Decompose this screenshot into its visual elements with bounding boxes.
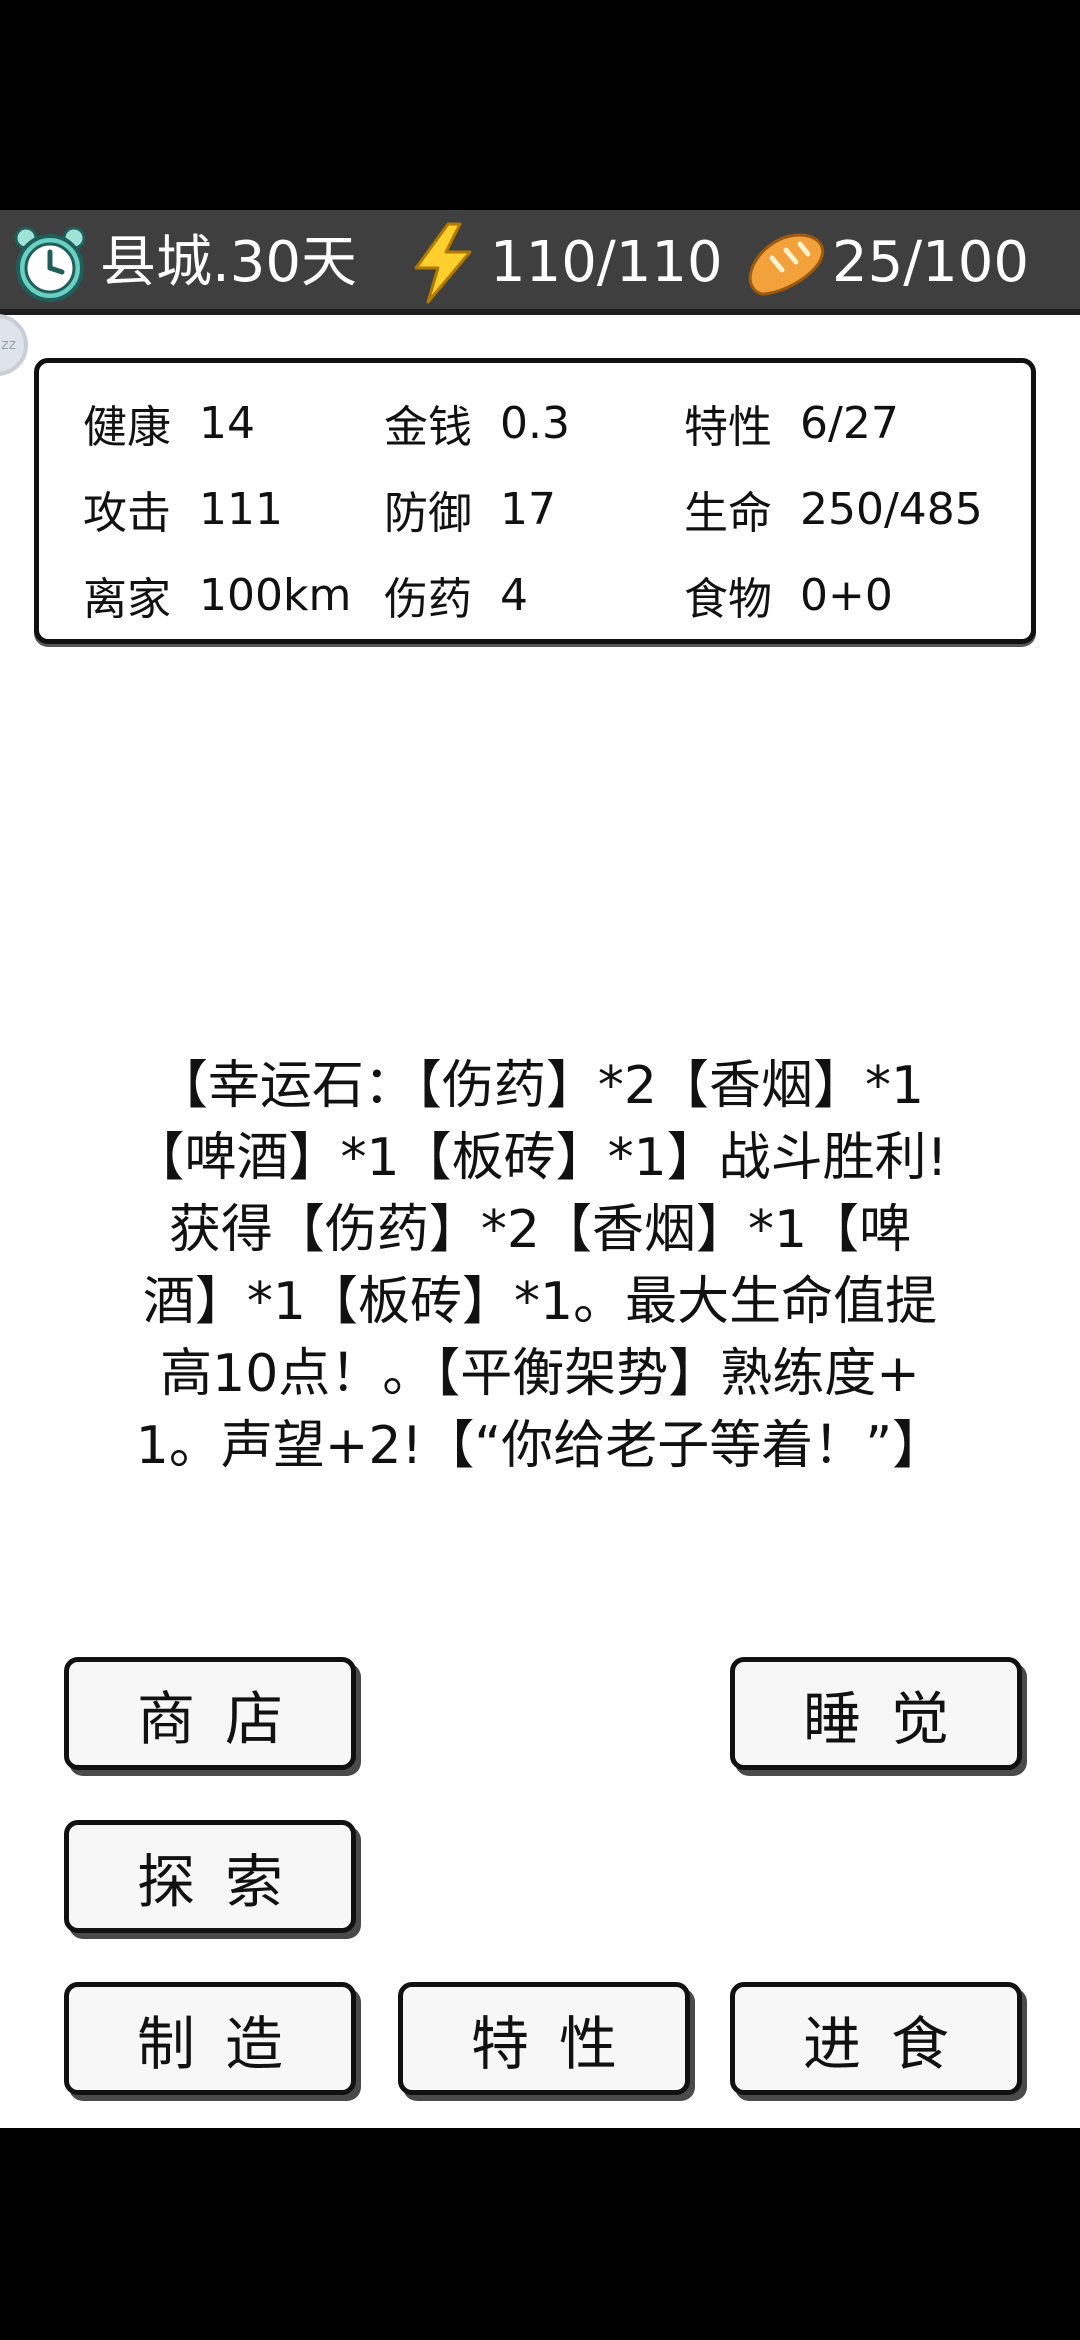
stat-value: 250/485 [800, 483, 983, 535]
stat-food: 食物 0+0 [684, 565, 893, 626]
stat-label: 攻击 [83, 488, 171, 539]
sleep-button[interactable]: 睡觉 [730, 1657, 1022, 1770]
stat-label: 食物 [684, 574, 772, 625]
stat-value: 4 [500, 569, 528, 621]
stat-attack: 攻击 111 [83, 479, 283, 540]
bread-icon [748, 233, 825, 296]
lightning-icon [414, 222, 472, 304]
location-day: 县城.30天 [100, 210, 357, 315]
stat-value: 111 [199, 483, 283, 535]
status-bar: 县城.30天 110/110 25/100 [0, 210, 1080, 315]
stat-label: 健康 [83, 402, 171, 453]
stat-value: 17 [500, 483, 556, 535]
stat-value: 6/27 [800, 397, 899, 449]
stat-label: 生命 [684, 488, 772, 539]
eat-button[interactable]: 进食 [730, 1982, 1022, 2095]
stat-defense: 防御 17 [384, 479, 556, 540]
energy-value: 110/110 [490, 229, 723, 295]
traits-button[interactable]: 特性 [398, 1982, 690, 2095]
shop-button[interactable]: 商店 [64, 1657, 356, 1770]
explore-button[interactable]: 探索 [64, 1820, 356, 1933]
stat-money: 金钱 0.3 [384, 393, 570, 454]
food-value: 25/100 [832, 229, 1030, 295]
stat-label: 伤药 [384, 574, 472, 625]
event-message: 【幸运石：【伤药】*2【香烟】*1【啤酒】*1【板砖】*1】战斗胜利!获得【伤药… [132, 1056, 948, 1476]
stats-panel: 健康 14 金钱 0.3 特性 6/27 攻击 111 防御 17 生命 250… [34, 358, 1036, 644]
stat-medicine: 伤药 4 [384, 565, 528, 626]
food: 25/100 [832, 210, 1029, 315]
stat-value: 100km [199, 569, 352, 621]
stat-health: 健康 14 [83, 393, 255, 454]
stat-life: 生命 250/485 [684, 479, 983, 540]
stat-value: 0.3 [500, 397, 570, 449]
craft-button[interactable]: 制造 [64, 1982, 356, 2095]
stat-distance-home: 离家 100km [83, 565, 352, 626]
stat-label: 防御 [384, 488, 472, 539]
stat-value: 0+0 [800, 569, 893, 621]
stat-label: 离家 [83, 574, 171, 625]
clock-icon [14, 226, 86, 302]
location-day-text: 县城.30天 [100, 229, 358, 295]
stat-value: 14 [199, 397, 255, 449]
stat-traits: 特性 6/27 [684, 393, 899, 454]
stat-label: 金钱 [384, 402, 472, 453]
stat-label: 特性 [684, 402, 772, 453]
energy: 110/110 [490, 210, 723, 315]
